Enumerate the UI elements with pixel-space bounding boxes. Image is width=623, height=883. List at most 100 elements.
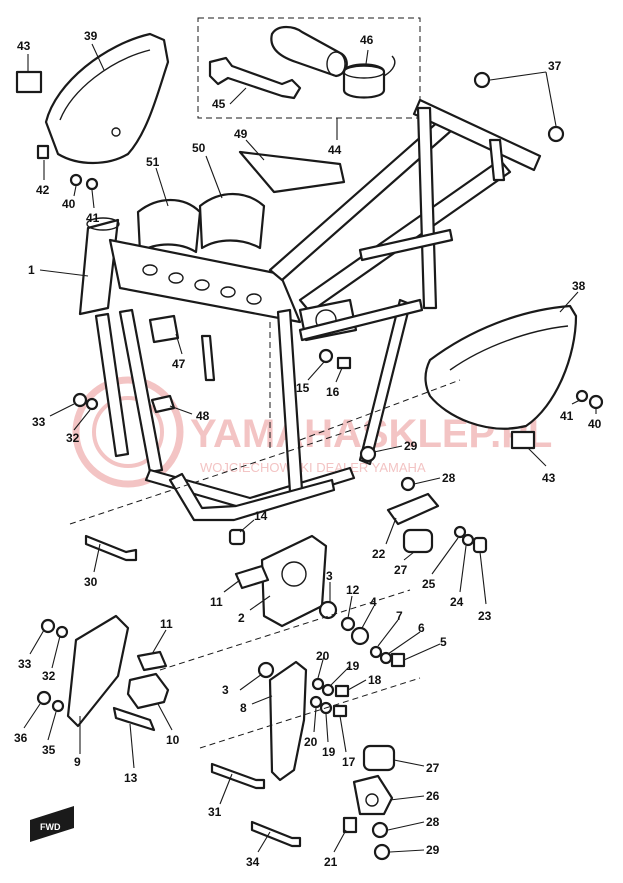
gusset-hole-4: [220, 286, 236, 298]
bolt-16: [336, 356, 352, 370]
washer-32-lower: [55, 625, 69, 639]
clamp-48: [150, 394, 176, 414]
front-engine-bracket: [36, 614, 170, 732]
callout-29-lower: 29: [426, 843, 440, 857]
cap-37-b: [547, 125, 565, 143]
callout-28-upper: 28: [442, 471, 456, 485]
steering-head-top: [86, 217, 120, 231]
callout-20-upper: 20: [316, 649, 330, 663]
steering-head: [78, 218, 120, 316]
emblem-43-left: [15, 70, 43, 94]
callout-3-lower: 3: [222, 683, 229, 697]
callout-9: 9: [74, 755, 81, 769]
side-cover-38-edge: [449, 325, 569, 371]
washer-7: [369, 645, 383, 659]
callout-32-upper: 32: [66, 431, 80, 445]
mount-plate-2: [260, 534, 328, 628]
leader-51: [155, 167, 169, 207]
leader-47: [175, 333, 183, 355]
watermark-logo-ring: [72, 376, 184, 488]
bracket-9: [66, 614, 130, 728]
callout-44: 44: [328, 143, 342, 157]
bolt-13: [112, 706, 156, 732]
bolt-21: [342, 816, 358, 834]
callout-10: 10: [166, 733, 180, 747]
callout-43-left: 43: [17, 39, 31, 53]
gusset-hole-1: [142, 264, 158, 276]
leader-7: [377, 619, 399, 647]
front-direction-badge: FWD: [30, 806, 74, 842]
leader-33b: [29, 629, 45, 655]
leader-29b: [389, 849, 425, 853]
rubber-27-upper: [402, 528, 434, 554]
leader-13: [129, 723, 135, 769]
callout-7: 7: [396, 609, 403, 623]
callout-32-lower: 32: [42, 669, 56, 683]
callout-27-upper: 27: [394, 563, 408, 577]
nut-33-upper: [72, 392, 88, 408]
leader-38: [559, 291, 579, 313]
screw-40-right: [588, 394, 604, 410]
bolt-34: [250, 820, 302, 848]
engine-mount-upper: [84, 528, 406, 668]
leader-11b: [151, 629, 167, 655]
callout-31: 31: [208, 805, 222, 819]
leader-28b: [387, 821, 425, 831]
leader-37a: [489, 71, 547, 81]
leader-22: [385, 517, 397, 545]
washer-35: [51, 699, 65, 713]
callout-20-lower: 20: [304, 735, 318, 749]
callout-13: 13: [124, 771, 138, 785]
callout-3-upper: 3: [326, 569, 333, 583]
bracket-26-hole: [365, 793, 379, 807]
leader-10: [157, 703, 173, 731]
gusset-hole-3: [194, 279, 210, 291]
nut-15: [318, 348, 334, 364]
tool-bag-roll: [270, 25, 348, 78]
seat-rail-cross: [358, 228, 454, 262]
callout-18: 18: [368, 673, 382, 687]
washer-40-left: [69, 173, 83, 187]
leader-6: [387, 631, 421, 655]
cap-37-a: [473, 71, 491, 89]
frame-hardware: [72, 71, 565, 414]
leader-1: [39, 269, 89, 277]
leader-16: [335, 367, 343, 383]
leader-32b: [51, 635, 61, 669]
leader-8: [251, 695, 273, 705]
leader-30: [93, 543, 101, 573]
lower-footrest: [342, 744, 396, 861]
watermark-logo-inner: [92, 396, 164, 468]
leader-40: [73, 185, 77, 197]
bolt-42: [36, 144, 50, 160]
rear-upright-right: [488, 138, 506, 182]
rubber-27-lower: [362, 744, 396, 772]
assembly-line-2: [159, 589, 411, 671]
band-51: [136, 199, 202, 254]
callout-46: 46: [360, 33, 374, 47]
callout-8: 8: [240, 701, 247, 715]
washer-28-upper: [400, 476, 416, 492]
bracket-26: [352, 774, 394, 816]
bracket-22: [386, 492, 440, 526]
battery-bands: [136, 150, 346, 254]
leader-15: [307, 361, 325, 381]
washer-32-upper: [85, 397, 99, 411]
leader-49: [245, 139, 265, 161]
side-cover-39-grommet: [111, 127, 121, 137]
leader-5: [403, 643, 441, 661]
washer-25: [453, 525, 467, 539]
spacer-11-upper: [234, 564, 270, 590]
callout-30: 30: [84, 575, 98, 589]
callout-26: 26: [426, 789, 440, 803]
side-cover-39: [44, 32, 170, 164]
leader-21: [333, 829, 347, 853]
band-50: [198, 193, 266, 250]
leader-41: [91, 189, 95, 209]
callout-33-lower: 33: [18, 657, 32, 671]
gusset-hole-2: [168, 272, 184, 284]
leader-34: [257, 831, 271, 853]
leader-48: [169, 405, 193, 415]
leader-37b: [545, 71, 557, 127]
